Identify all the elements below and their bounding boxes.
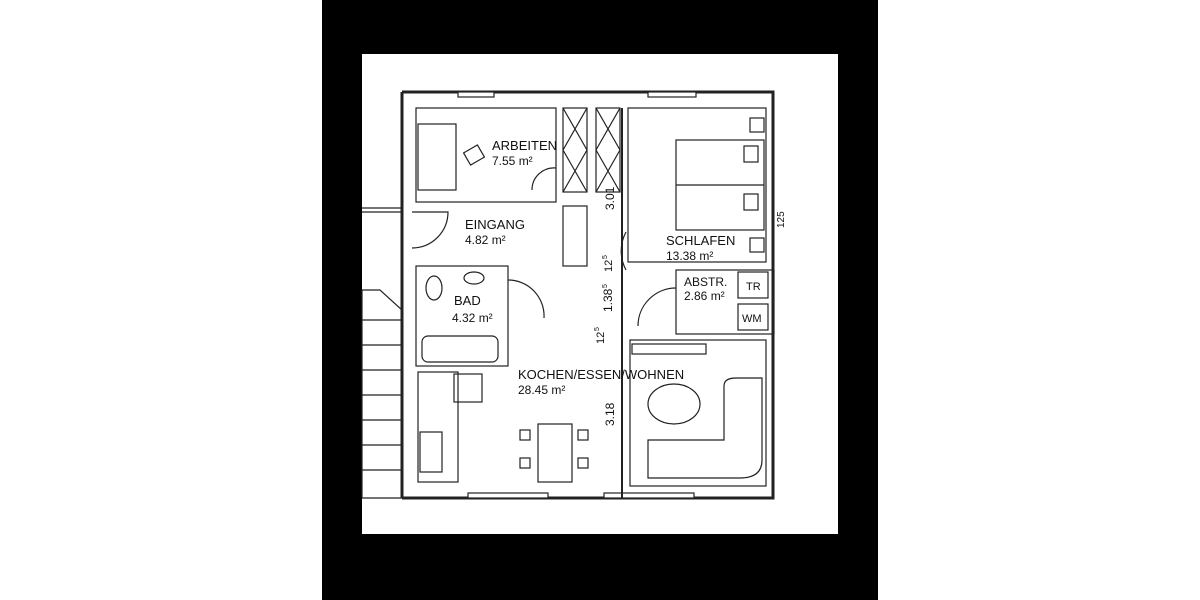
- schlafen-label: SCHLAFEN: [666, 233, 735, 248]
- window-schlafen: [647, 91, 697, 98]
- dim-3-01: 3.01: [603, 186, 617, 210]
- dryer-box: [737, 271, 769, 299]
- bad-walls: [415, 265, 509, 367]
- abstr-area: 2.86 m²: [684, 289, 725, 303]
- arbeiten-door: [531, 167, 557, 191]
- bathtub: [421, 335, 499, 363]
- dim-right-partial: 125: [776, 211, 787, 228]
- coffee-table: [647, 383, 701, 425]
- sofa: [647, 377, 763, 479]
- dim-12-5-lower-value: 12: [595, 332, 607, 344]
- chair-3: [577, 429, 589, 441]
- dining-table: [537, 423, 573, 483]
- arbeiten-desk: [417, 123, 457, 191]
- kochen-area: 28.45 m²: [518, 383, 565, 397]
- toilet: [425, 275, 443, 301]
- dim-1-38-5-value: 1.38: [601, 288, 615, 312]
- schlafen-walls: [627, 107, 767, 263]
- pillow-2: [743, 193, 759, 211]
- nightstand-1: [749, 117, 765, 133]
- dryer-label: TR: [746, 281, 761, 293]
- arbeiten-chair: [462, 144, 486, 166]
- dim-1-38-5-sup: 5: [602, 284, 609, 288]
- nightstand-2: [749, 237, 765, 253]
- dim-12-5-upper-sup: 5: [602, 255, 609, 259]
- window-arbeiten: [457, 91, 495, 98]
- eingang-area: 4.82 m²: [465, 233, 506, 247]
- arbeiten-label: ARBEITEN: [492, 138, 557, 153]
- exterior-stair: [361, 289, 403, 499]
- chair-1: [519, 429, 531, 441]
- abstr-label: ABSTR.: [684, 275, 727, 289]
- kochen-label: KOCHEN/ESSEN/WOHNEN: [518, 367, 684, 382]
- wardrobe-left-cross: [562, 107, 588, 193]
- dim-1-38-5: 1.38 5: [601, 284, 615, 312]
- schlafen-area: 13.38 m²: [666, 249, 713, 263]
- pillow-1: [743, 145, 759, 163]
- bad-area: 4.32 m²: [452, 311, 493, 325]
- eingang-label: EINGANG: [465, 217, 525, 232]
- dim-12-5-lower: 12 5: [594, 327, 607, 344]
- dim-12-5-upper: 12 5: [602, 255, 615, 272]
- plan-drawing: [361, 90, 775, 500]
- living-walls: [629, 339, 767, 487]
- dim-3-18: 3.18: [603, 402, 617, 426]
- entrance-door: [411, 211, 449, 249]
- dim-12-5-upper-value: 12: [603, 260, 615, 272]
- bad-label: BAD: [454, 293, 481, 308]
- dim-12-5-lower-sup: 5: [594, 327, 601, 331]
- washer-box: [737, 303, 769, 331]
- washbasin: [463, 271, 485, 285]
- wardrobe-right-cross: [595, 107, 621, 193]
- sideboard: [631, 343, 707, 355]
- washer-label: WM: [742, 313, 762, 325]
- abstr-walls: [675, 269, 775, 335]
- stove: [453, 373, 483, 403]
- window-kochen-2: [603, 492, 695, 499]
- coat-rack: [562, 205, 588, 267]
- entrance-stair-rail: [362, 207, 402, 213]
- bad-door: [507, 279, 545, 319]
- abstr-door: [637, 287, 677, 327]
- chair-4: [577, 457, 589, 469]
- arbeiten-walls: [415, 107, 557, 203]
- kitchen-counter: [417, 371, 459, 483]
- chair-2: [519, 457, 531, 469]
- window-kochen-1: [467, 492, 549, 499]
- sink: [419, 431, 443, 473]
- arbeiten-area: 7.55 m²: [492, 154, 533, 168]
- schlafen-door: [620, 231, 627, 271]
